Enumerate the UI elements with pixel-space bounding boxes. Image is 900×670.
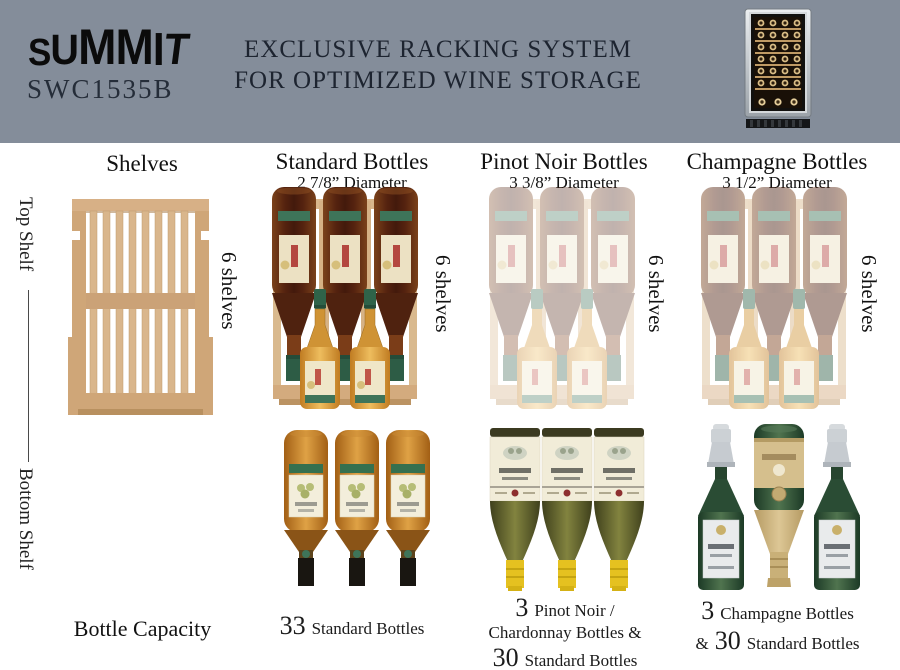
bottom-shelf-label: Bottom Shelf [15,468,36,570]
capacity-pinot-standard-number: 30 [492,643,519,670]
headline-line1: EXCLUSIVE RACKING SYSTEM [244,36,632,63]
pinot-chardonnay-bottles-photo [489,428,645,591]
capacity-champagne: 3 Champagne Bottles & 30 Standard Bottle… [670,596,885,656]
champagne-rack-photo-faded [701,187,847,409]
shelves-note-col3: 6 shelves [644,255,668,333]
brand-letter: T [160,25,191,74]
column-subtitle-pinot: 3 3/8” Diameter [509,173,619,192]
capacity-standard-number: 33 [279,611,306,640]
capacity-champagne-number: 3 [701,596,715,625]
capacity-champagne-text1: Champagne Bottles [720,604,854,623]
capacity-champagne-amp: & [695,634,709,653]
standard-bottles-photo [284,430,430,586]
column-title-standard: Standard Bottles [275,149,429,174]
capacity-champagne-text2: Standard Bottles [746,634,860,653]
headline: EXCLUSIVE RACKING SYSTEM FOR OPTIMIZED W… [228,34,648,96]
capacity-champagne-standard-number: 30 [714,626,741,655]
bottle-capacity-label: Bottle Capacity [73,616,212,641]
column-title-champagne: Champagne Bottles [686,149,868,174]
champagne-bottles-photo [698,424,860,590]
brand-letter: M [115,19,153,75]
wine-cooler-image [744,8,812,128]
capacity-pinot-text1: Pinot Noir / [534,601,615,620]
brand-letter: M [78,19,116,75]
column-title-pinot: Pinot Noir Bottles [480,149,648,174]
capacity-pinot-text3: Standard Bottles [524,651,638,670]
column-title-shelves: Shelves [106,151,178,176]
shelves-note-col1: 6 shelves [217,252,241,330]
capacity-pinot-number: 3 [515,593,529,622]
brand-logo: S U M M I T [28,19,191,75]
pinot-rack-photo-faded [489,187,635,409]
shelves-note-col4: 6 shelves [857,255,881,333]
capacity-pinot: 3 Pinot Noir / Chardonnay Bottles & 30 S… [460,593,670,670]
column-subtitle-standard: 2 7/8” Diameter [297,173,407,192]
shelf-range-line [28,290,29,462]
standard-rack-photo [272,187,418,409]
model-number: SWC1535B [27,74,174,104]
brand-letter: U [50,26,79,74]
wooden-shelf-image [68,199,213,415]
capacity-standard: 33 Standard Bottles [252,611,452,641]
brand-letter: S [28,32,51,74]
brand-letter: I [152,23,165,75]
headline-line2: FOR OPTIMIZED WINE STORAGE [234,67,642,94]
capacity-standard-text: Standard Bottles [311,619,425,638]
shelves-note-col2: 6 shelves [431,255,455,333]
top-shelf-label: Top Shelf [15,197,36,272]
column-subtitle-champagne: 3 1/2” Diameter [722,173,832,192]
capacity-pinot-text2: Chardonnay Bottles & [488,623,642,642]
